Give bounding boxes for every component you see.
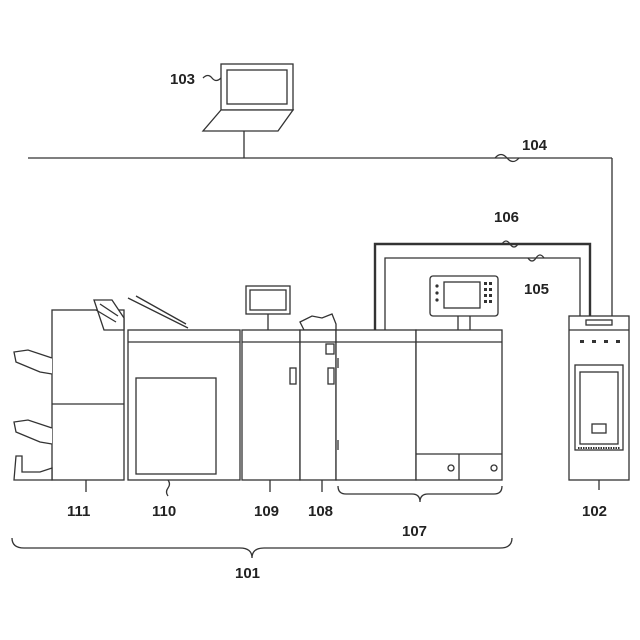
label-111: 111 [67,503,90,520]
unit-108 [300,314,336,492]
label-108: 108 [308,503,333,520]
label-103: 103 [170,71,195,88]
unit-109 [242,286,300,492]
label-105: 105 [524,281,549,298]
label-102: 102 [582,503,607,520]
label-109: 109 [254,503,279,520]
unit-110 [128,296,240,496]
label-101: 101 [235,565,260,582]
label-110: 110 [152,503,176,520]
system-bracket [12,538,512,558]
label-104: 104 [522,137,548,154]
label-106: 106 [494,209,519,226]
printer-main-107 [336,276,502,502]
label-107: 107 [402,523,427,540]
server [569,316,629,490]
client-pc [203,64,293,158]
finisher-111 [14,300,124,492]
